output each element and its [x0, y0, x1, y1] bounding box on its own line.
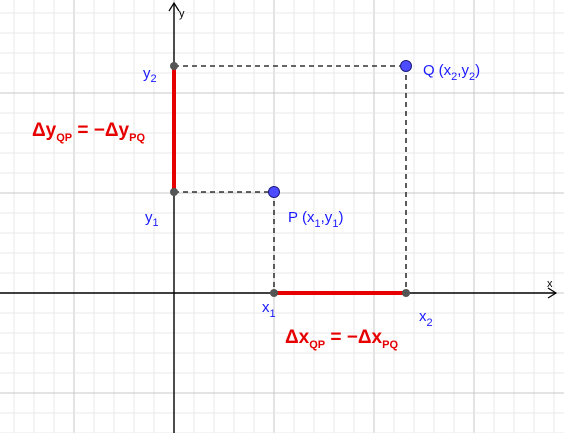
x2-point [402, 289, 410, 297]
point-q[interactable] [400, 60, 412, 72]
x2-label: x2 [419, 308, 433, 329]
y2-point [170, 62, 178, 70]
point-p[interactable] [268, 186, 280, 198]
x1-label: x1 [262, 299, 276, 320]
y1-point [170, 188, 178, 196]
x-axis-arrow [547, 287, 558, 299]
y2-label: y2 [143, 65, 157, 85]
y-axis-label: y [179, 8, 185, 20]
delta-y-annotation: ΔyQP = −ΔyPQ [32, 120, 145, 144]
point-p-label: P(x1,y1) [288, 209, 343, 230]
y1-label: y1 [145, 209, 159, 229]
x-axis-label: x [547, 278, 553, 290]
delta-x-annotation: ΔxQP = −ΔxPQ [285, 327, 398, 351]
x1-point [270, 289, 278, 297]
point-q-label: Q(x2,y2) [423, 62, 480, 83]
y-axis-arrow [168, 1, 180, 12]
